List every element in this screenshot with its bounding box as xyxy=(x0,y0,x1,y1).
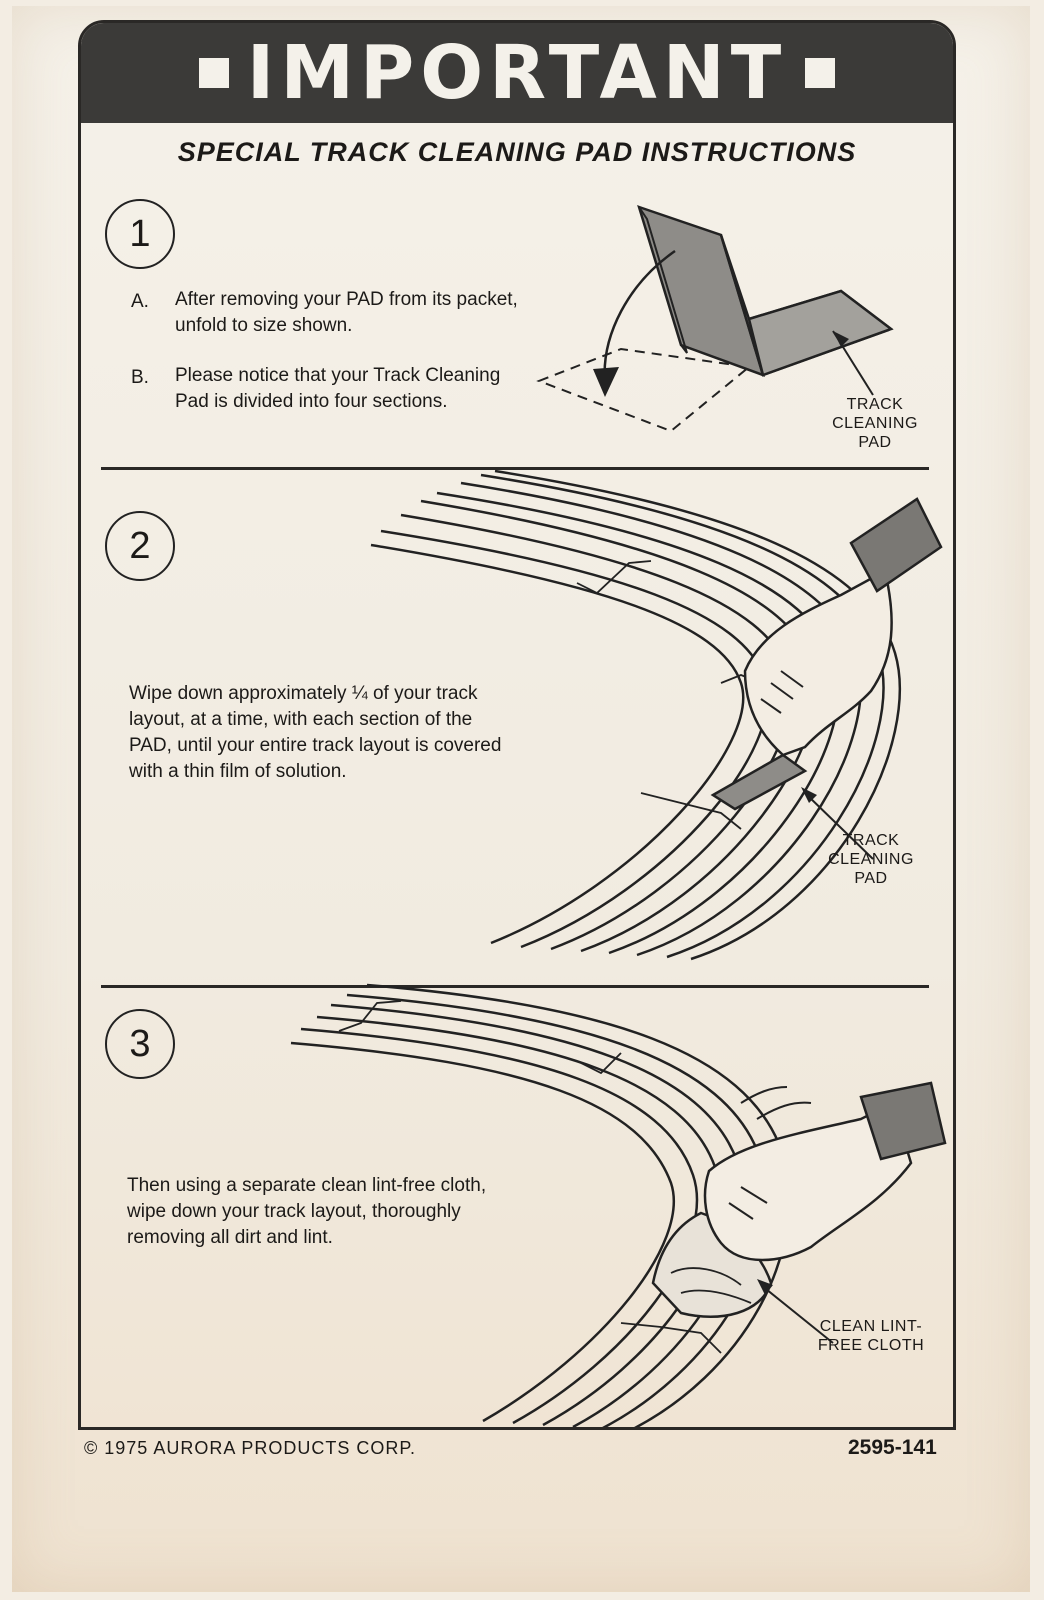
copyright-text: © 1975 AURORA PRODUCTS CORP. xyxy=(84,1438,416,1459)
part-number: 2595-141 xyxy=(848,1436,937,1460)
step-3-callout-label: CLEAN LINT-FREE CLOTH xyxy=(811,1317,931,1355)
instruction-panel: IMPORTANT SPECIAL TRACK CLEANING PAD INS… xyxy=(78,20,956,1430)
step-3-track-illustration xyxy=(81,23,956,1430)
